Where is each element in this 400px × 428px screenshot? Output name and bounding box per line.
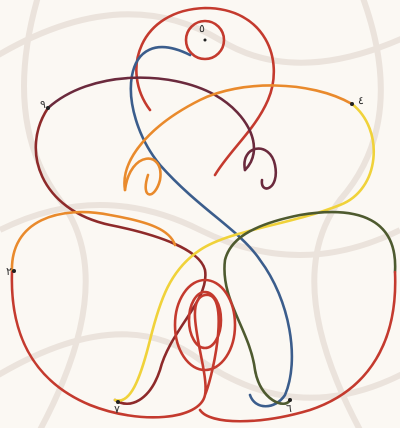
marker-bottom-right: ٦ [286,398,292,415]
marker-left: ٢ [6,265,16,278]
marker-upper-right: ٤ [350,94,364,107]
marker-upper-left-label: ٩ [40,98,46,111]
marker-bottom-left-label: ٧ [114,403,120,416]
strand-center-loop [175,280,235,370]
marker-upper-right-dot [350,102,354,106]
marker-upper-left: ٩ [40,98,50,111]
marker-bottom-right-label: ٦ [286,402,292,415]
strand-right-outer [115,104,374,401]
strand-upper-right-arc [124,85,352,190]
marker-upper-left-dot [46,106,50,110]
strand-left-lobe [36,108,206,404]
marker-top-center-dot [204,39,207,42]
marker-left-label: ٢ [6,265,12,278]
strand-left-bottom-lobe [12,272,219,417]
marker-top-center: ٥ [199,22,207,42]
marker-left-dot [12,269,16,273]
strand-right-curl [244,149,275,189]
marker-upper-right-label: ٤ [358,94,364,107]
strand-center-small-loop [189,292,221,348]
marker-bottom-left: ٧ [114,400,120,416]
strand-right-bottom-lobe [224,212,395,404]
marker-top-center-label: ٥ [199,22,205,35]
strand-left-curl [125,159,160,195]
